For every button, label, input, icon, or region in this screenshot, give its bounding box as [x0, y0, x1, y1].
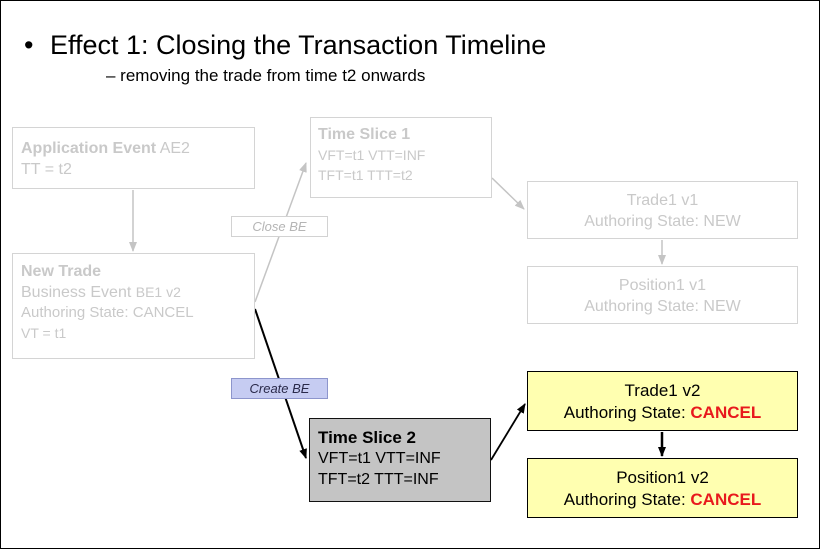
position1-v1-box: Position1 v1 Authoring State: NEW: [527, 266, 798, 324]
trade1-v2-state-label: Authoring State:: [563, 403, 686, 422]
trade1-v2-state-value: CANCEL: [690, 403, 762, 422]
time-slice-1-valid: VFT=t1 VTT=INF: [318, 147, 426, 163]
application-event-head: Application Event: [21, 140, 157, 157]
time-slice-1-transaction: TFT=t1 TTT=t2: [318, 167, 413, 183]
position1-v2-name: Position1 v2: [616, 468, 709, 487]
new-trade-head: New Trade: [21, 263, 102, 280]
trade1-v2-box: Trade1 v2 Authoring State: CANCEL: [527, 371, 798, 431]
slide-title: • Effect 1: Closing the Transaction Timel…: [24, 30, 546, 61]
title-bullet: •: [24, 30, 34, 60]
trade1-v1-state: Authoring State: NEW: [584, 213, 741, 230]
time-slice-1-head: Time Slice 1: [318, 126, 411, 143]
title-text: Effect 1: Closing the Transaction Timeli…: [50, 30, 547, 60]
new-trade-authoring-state: Authoring State: CANCEL: [21, 304, 194, 321]
new-trade-be-id: BE1 v2: [135, 284, 181, 300]
close-be-label: Close BE: [231, 216, 328, 237]
position1-v2-state-value: CANCEL: [690, 490, 762, 509]
time-slice-2-transaction: TFT=t2 TTT=INF: [318, 471, 439, 488]
trade1-v1-box: Trade1 v1 Authoring State: NEW: [527, 181, 798, 239]
new-trade-vt: VT = t1: [21, 325, 67, 341]
new-trade-box: New Trade Business Event BE1 v2 Authorin…: [12, 253, 255, 359]
create-be-label: Create BE: [231, 378, 328, 399]
arrow-time-slice-2-to-trade1-v2: [490, 403, 526, 461]
time-slice-1-box: Time Slice 1 VFT=t1 VTT=INF TFT=t1 TTT=t…: [310, 117, 492, 198]
slide-subtitle: – removing the trade from time t2 onward…: [106, 66, 426, 85]
position1-v2-box: Position1 v2 Authoring State: CANCEL: [527, 458, 798, 518]
application-event-id: AE2: [159, 140, 190, 157]
application-event-tt: TT = t2: [21, 161, 72, 178]
position1-v1-state: Authoring State: NEW: [584, 298, 741, 315]
position1-v1-name: Position1 v1: [618, 277, 707, 294]
time-slice-2-box: Time Slice 2 VFT=t1 VTT=INF TFT=t2 TTT=I…: [309, 418, 491, 502]
new-trade-business-event: Business Event: [21, 284, 132, 301]
application-event-box: Application Event AE2 TT = t2: [12, 127, 255, 189]
arrow-time-slice-1-to-trade1-v1: [491, 177, 525, 210]
trade1-v1-name: Trade1 v1: [626, 192, 699, 209]
trade1-v2-name: Trade1 v2: [624, 381, 701, 400]
time-slice-2-valid: VFT=t1 VTT=INF: [318, 450, 441, 467]
time-slice-2-head: Time Slice 2: [318, 428, 416, 447]
position1-v2-state-label: Authoring State:: [563, 490, 686, 509]
